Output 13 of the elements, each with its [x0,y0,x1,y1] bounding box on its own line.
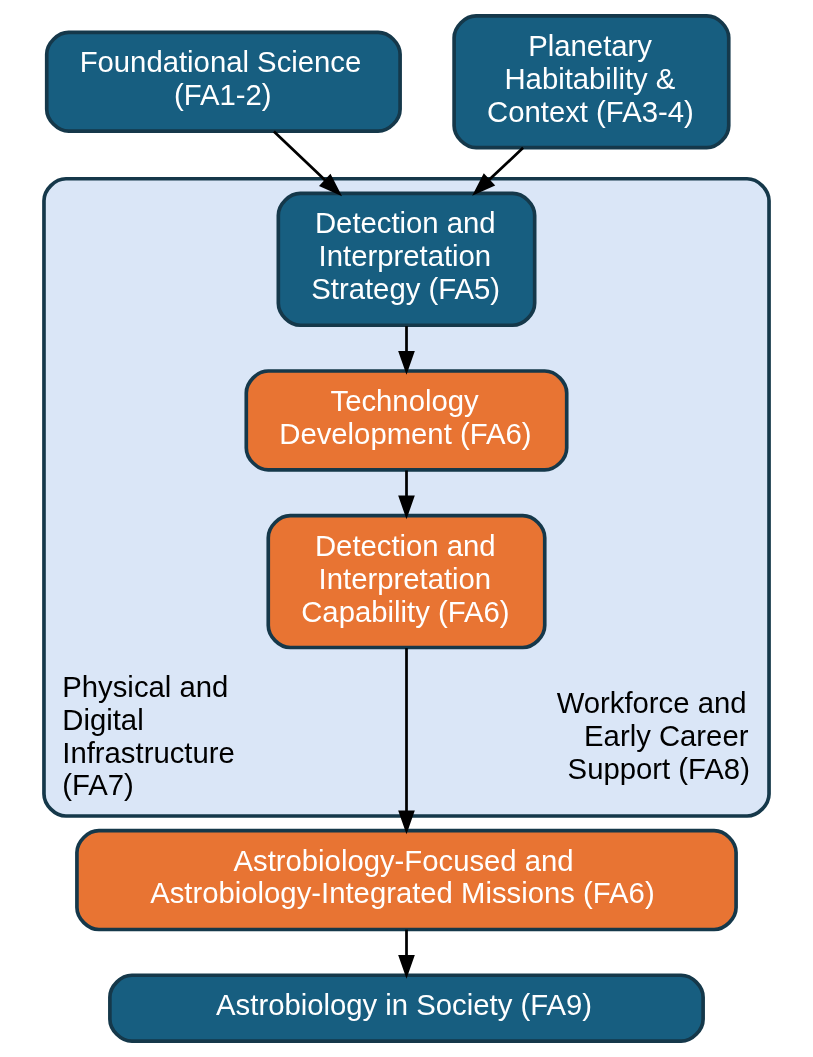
node-box: Foundational Science (FA1-2) [44,30,402,133]
node-box: Detection and Interpretation Strategy (FA5) [276,191,537,328]
node-box: Technology Development (FA6) [244,369,569,472]
node-box: Astrobiology in Society (FA9) [108,973,705,1043]
arrow [472,146,525,196]
node-box: Detection and Interpretation Capability (FA6) [266,513,547,650]
arrow [398,326,415,375]
arrow [398,929,415,979]
arrow [272,130,343,197]
arrow [398,470,415,520]
arrow [398,648,415,835]
node-box: Astrobiology-Focused and Astrobiology-Integrated Missions (FA6) [75,828,738,932]
node-box: Planetary Habitability & Context (FA3-4) [452,14,731,150]
